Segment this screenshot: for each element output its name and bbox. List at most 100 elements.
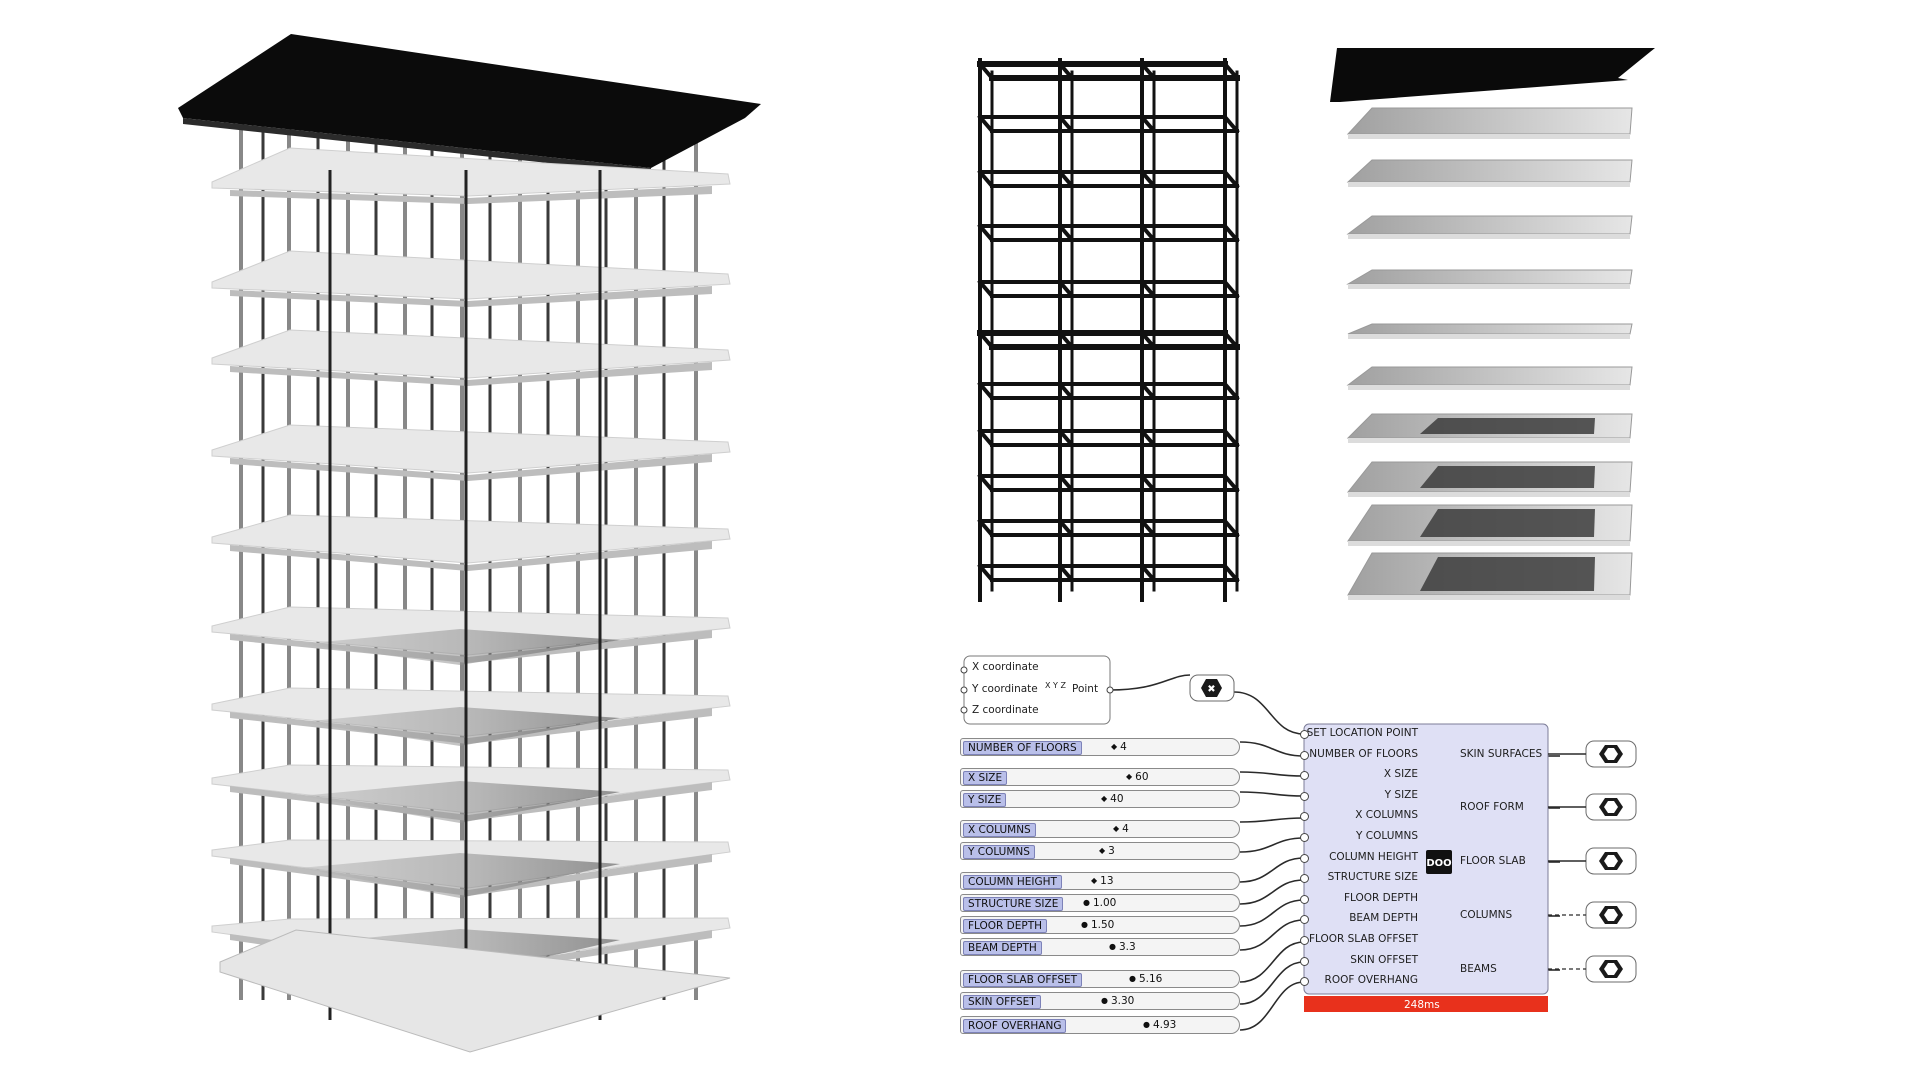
- slab-plate-edge: [1348, 234, 1630, 239]
- slider-label: STRUCTURE SIZE: [963, 897, 1064, 911]
- slider-x-columns[interactable]: X COLUMNS4: [960, 820, 1240, 838]
- cluster-input-grip[interactable]: [1300, 874, 1309, 884]
- cluster-input-skin-offset[interactable]: SKIN OFFSET: [1350, 953, 1418, 966]
- wire: [1239, 981, 1305, 1031]
- cluster-input-y-size[interactable]: Y SIZE: [1384, 788, 1418, 801]
- cluster-input-grip[interactable]: [1300, 771, 1309, 781]
- slab-plate-void: [1420, 509, 1595, 537]
- cluster-icon: DOO: [1426, 858, 1451, 869]
- cluster-input-grip[interactable]: [1300, 956, 1309, 966]
- cluster-output-columns[interactable]: COLUMNS: [1460, 909, 1513, 921]
- wire: [1239, 919, 1305, 951]
- cluster-input-grip[interactable]: [1300, 915, 1309, 925]
- slider-y-columns[interactable]: Y COLUMNS 3: [960, 842, 1240, 860]
- slider-floor-depth[interactable]: FLOOR DEPTH1.50: [960, 916, 1240, 934]
- geometry-param[interactable]: [1585, 847, 1637, 875]
- slider-x-size[interactable]: X SIZE60: [960, 768, 1240, 786]
- cluster-input-roof-overhang[interactable]: ROOF OVERHANG: [1324, 974, 1418, 987]
- slider-floor-slab-offset[interactable]: FLOOR SLAB OFFSET 5.16: [960, 970, 1240, 988]
- tower-slab-edge: [230, 782, 712, 821]
- wire: [1239, 817, 1305, 823]
- frame-cross-beam: [1057, 473, 1075, 493]
- wire: [1239, 771, 1305, 777]
- slider-structure-size[interactable]: STRUCTURE SIZE 1.00: [960, 894, 1240, 912]
- cluster-output-roof-form[interactable]: ROOF FORM: [1460, 801, 1524, 813]
- geometry-param[interactable]: [1585, 793, 1637, 821]
- cluster-input-grip[interactable]: [1300, 853, 1309, 863]
- point-component[interactable]: [960, 655, 1114, 725]
- tower-floor-shade: [300, 707, 620, 746]
- cluster-input-grip[interactable]: [1300, 730, 1309, 739]
- frame-cross-beam: [977, 223, 995, 243]
- slab-plate-void: [1420, 557, 1595, 591]
- runtime-warning-bar: [1304, 996, 1548, 1012]
- frame-cross-beam: [977, 61, 995, 81]
- tower-slab-edge: [230, 708, 712, 744]
- slab-plate-edge: [1348, 492, 1630, 497]
- slider-value[interactable]: 60: [1126, 771, 1148, 784]
- geometry-param[interactable]: [1585, 955, 1637, 983]
- slider-value[interactable]: 13: [1091, 875, 1113, 888]
- cluster-input-grip[interactable]: [1300, 833, 1309, 842]
- tower-floor-shade: [300, 629, 620, 665]
- slider-label: COLUMN HEIGHT: [963, 875, 1062, 889]
- cluster-input-x-size[interactable]: X SIZE: [1383, 768, 1418, 781]
- slider-y-size[interactable]: Y SIZE40: [960, 790, 1240, 808]
- frame-cross-beam: [1057, 330, 1075, 350]
- cluster-input-grip[interactable]: [1300, 791, 1309, 801]
- svg-text:✖: ✖: [1207, 684, 1215, 695]
- slider-value[interactable]: 3.3: [1109, 941, 1136, 954]
- cluster-input-y-columns[interactable]: Y COLUMNS: [1356, 830, 1418, 842]
- cluster-input-grip[interactable]: [1300, 936, 1309, 945]
- cluster-output-beams[interactable]: BEAMS: [1460, 963, 1497, 975]
- cluster-input-number-of-floors[interactable]: NUMBER OF FLOORS: [1309, 747, 1418, 760]
- slider-column-height[interactable]: COLUMN HEIGHT 13: [960, 872, 1240, 890]
- frame-cross-beam: [1139, 518, 1157, 538]
- slider-value[interactable]: 4: [1113, 823, 1129, 836]
- slider-value[interactable]: 1.00: [1083, 897, 1116, 910]
- point-param[interactable]: ✖: [1189, 674, 1235, 702]
- slider-value[interactable]: 3.30: [1101, 995, 1134, 1008]
- slider-value[interactable]: 4.93: [1143, 1019, 1176, 1032]
- cluster-input-grip[interactable]: [1300, 894, 1309, 904]
- cluster-input-x-columns[interactable]: X COLUMNS: [1355, 809, 1418, 822]
- cluster-component[interactable]: DOO: [1303, 723, 1549, 1012]
- slider-skin-offset[interactable]: SKIN OFFSET3.30: [960, 992, 1240, 1010]
- frame-cross-beam: [1222, 114, 1240, 134]
- frame-cross-beam: [1222, 518, 1240, 538]
- slider-value[interactable]: 5.16: [1129, 973, 1162, 986]
- slider-value[interactable]: 3: [1099, 845, 1115, 858]
- tower-floor-shade: [300, 781, 620, 823]
- frame-cross-beam: [1222, 473, 1240, 493]
- slider-roof-overhang[interactable]: ROOF OVERHANG4.93: [960, 1016, 1240, 1034]
- slider-label: Y COLUMNS: [963, 845, 1035, 859]
- geometry-param[interactable]: [1585, 740, 1637, 768]
- slider-label: FLOOR SLAB OFFSET: [963, 973, 1083, 987]
- frame-cross-beam: [977, 563, 995, 583]
- frame-cross-beam: [1139, 169, 1157, 189]
- exploded-slabs-render: [1330, 48, 1655, 600]
- cluster-input-grip[interactable]: [1300, 977, 1309, 987]
- slider-value[interactable]: 4: [1111, 741, 1127, 754]
- slider-number-of-floors[interactable]: NUMBER OF FLOORS4: [960, 738, 1240, 756]
- cluster-input-floor-depth[interactable]: FLOOR DEPTH: [1343, 891, 1418, 904]
- slider-beam-depth[interactable]: BEAM DEPTH3.3: [960, 938, 1240, 956]
- cluster-input-grip[interactable]: [1300, 812, 1309, 822]
- tower-slab-edge: [230, 362, 712, 386]
- cluster-input-set-location-point[interactable]: SET LOCATION POINT: [1306, 727, 1418, 739]
- cluster-output-skin-surfaces[interactable]: SKIN SURFACES: [1460, 748, 1543, 760]
- cluster-input-structure-size[interactable]: STRUCTURE SIZE: [1327, 871, 1418, 884]
- frame-cross-beam: [1139, 279, 1157, 299]
- cluster-input-column-height[interactable]: COLUMN HEIGHT: [1329, 850, 1418, 863]
- cluster-input-grip[interactable]: [1300, 750, 1309, 760]
- tower-roof-edge: [183, 118, 651, 174]
- slider-value[interactable]: 1.50: [1081, 919, 1114, 932]
- geometry-param[interactable]: [1585, 901, 1637, 929]
- tower-base-slab: [219, 929, 731, 1053]
- frame-cross-beam: [1139, 428, 1157, 448]
- cluster-input-beam-depth[interactable]: BEAM DEPTH: [1349, 912, 1418, 925]
- cluster-output-floor-slab[interactable]: FLOOR SLAB: [1460, 855, 1526, 867]
- slider-value[interactable]: 40: [1101, 793, 1123, 806]
- cluster-input-floor-slab-offset[interactable]: FLOOR SLAB OFFSET: [1308, 933, 1418, 945]
- slab-plate-edge: [1348, 284, 1630, 289]
